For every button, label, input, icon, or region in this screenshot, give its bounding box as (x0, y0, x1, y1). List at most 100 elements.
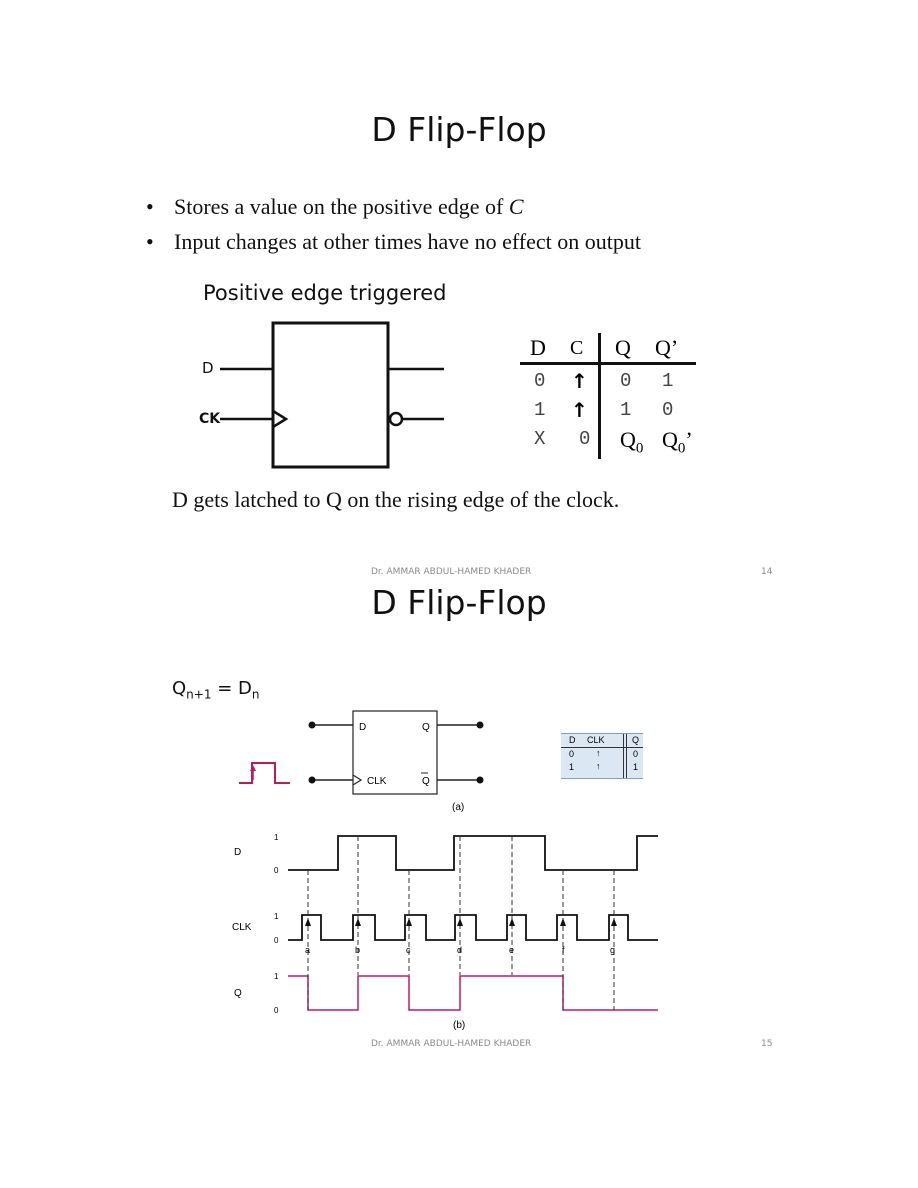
edge-label: e (509, 945, 514, 955)
caption-part-3: edge of the clock. (457, 487, 620, 512)
level-0: 0 (274, 1006, 279, 1015)
sig-clk-label: CLK (232, 922, 252, 933)
equation: Qn+1 = Dn (172, 678, 259, 702)
cell: 0 (534, 370, 546, 392)
inversion-bubble-icon (388, 411, 404, 427)
slide1-caption: D gets latched to Q on the rising edge o… (172, 487, 619, 513)
st-cell: 1 (569, 762, 575, 772)
label-b: (b) (453, 1020, 466, 1031)
rising-edge-icon: ↑ (571, 369, 588, 393)
rising-edge-arrow-icon (611, 918, 617, 926)
slide2-footer-author: Dr. AMMAR ABDUL-HAMED KHADER (371, 1039, 532, 1049)
bullet-1-emph: C (508, 194, 524, 219)
cell-q0prime: Q0’ (662, 427, 693, 457)
st-h-q: Q (632, 735, 640, 745)
rising-edge-icon: ↑ (571, 398, 588, 422)
edge-label: d (457, 945, 462, 955)
small-table-rule (626, 734, 627, 778)
small-table-hrule (561, 747, 643, 748)
level-0: 0 (274, 936, 279, 945)
eq-lhs: Q (172, 678, 187, 699)
truth-table: D C Q Q’ 0 ↑ 0 1 1 ↑ 1 0 X 0 Q0 Q0’ (520, 333, 700, 461)
cell: 0 (579, 428, 591, 450)
rising-edge-arrow-icon (560, 918, 566, 926)
slide2-page-number: 15 (761, 1039, 773, 1049)
level-0: 0 (274, 866, 279, 875)
level-1: 1 (274, 912, 279, 921)
timing-diagram: D CLK Q 1 0 1 0 1 0 a b c d e f g (232, 833, 658, 1015)
edge-label: g (610, 945, 615, 955)
st-cell: 1 (633, 762, 639, 772)
terminal-dot-icon (308, 776, 316, 784)
rising-edge-arrow-icon (457, 918, 463, 926)
bullet-dot: • (146, 229, 154, 254)
block-clk-label: CLK (367, 776, 387, 787)
bullet-1-text: Stores a value on the positive edge of (174, 194, 509, 219)
th-d: D (530, 335, 546, 360)
clock-pulse-icon (239, 762, 290, 784)
cell: 1 (620, 399, 632, 421)
flip-flop-symbol (220, 321, 444, 469)
eq-lhs-sub: n+1 (186, 687, 212, 702)
clk-waveform (288, 914, 658, 941)
block-box (352, 710, 438, 795)
cell-q0-text: Q0 (620, 427, 644, 457)
clock-triangle-icon (272, 409, 289, 429)
st-cell: 0 (633, 749, 639, 759)
input-d-label: D (202, 359, 214, 377)
rising-edge-arrow-icon (305, 918, 311, 926)
th-c: C (570, 337, 584, 359)
cell: 0 (620, 370, 632, 392)
bullet-1: •Stores a value on the positive edge of … (146, 194, 524, 220)
edge-label: b (355, 945, 360, 955)
input-ck-label: CK (199, 411, 221, 427)
cell: 1 (534, 399, 546, 421)
bullet-2-text: Input changes at other times have no eff… (174, 229, 641, 254)
eq-rhs-sub: n (251, 687, 260, 702)
level-1: 1 (274, 833, 279, 842)
level-1: 1 (274, 972, 279, 981)
q-waveform (288, 975, 658, 1011)
edge-label: f (562, 945, 565, 955)
st-rising-icon: ↑ (596, 761, 601, 771)
bullet-2: • Input changes at other times have no ef… (146, 229, 641, 255)
block-q-label: Q (422, 722, 430, 733)
diagram-caption: Positive edge triggered (203, 281, 447, 305)
rising-edge-arrow-icon (355, 918, 361, 926)
cell: 1 (662, 370, 674, 392)
cell-q0prime-text: Q0’ (662, 427, 693, 457)
table-vertical-rule (598, 333, 601, 459)
st-h-clk: CLK (587, 735, 605, 745)
sig-d-label: D (234, 847, 241, 858)
terminal-dot-icon (308, 721, 316, 729)
cell: X (534, 428, 546, 450)
d-waveform (288, 835, 658, 871)
cell-q0: Q0 (620, 427, 643, 457)
st-h-d: D (569, 735, 576, 745)
rising-edge-arrow-icon (406, 918, 412, 926)
clock-edge-arrows (305, 918, 617, 926)
cell: 0 (662, 399, 674, 421)
bullet-dot: • (146, 194, 154, 219)
sig-q-label: Q (234, 988, 242, 999)
slide2-title: D Flip-Flop (371, 583, 547, 622)
small-table-rule (623, 734, 624, 778)
block-d-label: D (359, 722, 366, 733)
slide1-footer-author: Dr. AMMAR ABDUL-HAMED KHADER (371, 567, 532, 577)
table-horizontal-rule (520, 362, 696, 365)
terminal-dot-icon (476, 776, 484, 784)
edge-label: a (305, 945, 310, 955)
terminal-dot-icon (476, 721, 484, 729)
block-qbar-label: Q (422, 776, 430, 787)
d-flipflop-block: D Q CLK Q (308, 710, 484, 795)
clock-triangle-icon (352, 774, 363, 786)
slide1-page-number: 14 (761, 567, 773, 577)
caption-part-1: D gets latched to Q on the (172, 487, 408, 512)
rising-edge-arrow-icon (509, 918, 515, 926)
th-q: Q (615, 335, 631, 360)
caption-part-2: rising (407, 487, 458, 512)
small-truth-table: D CLK Q 0 ↑ 0 1 ↑ 1 (561, 733, 643, 779)
edge-label: c (406, 945, 411, 955)
label-a: (a) (452, 802, 465, 813)
st-cell: 0 (569, 749, 575, 759)
